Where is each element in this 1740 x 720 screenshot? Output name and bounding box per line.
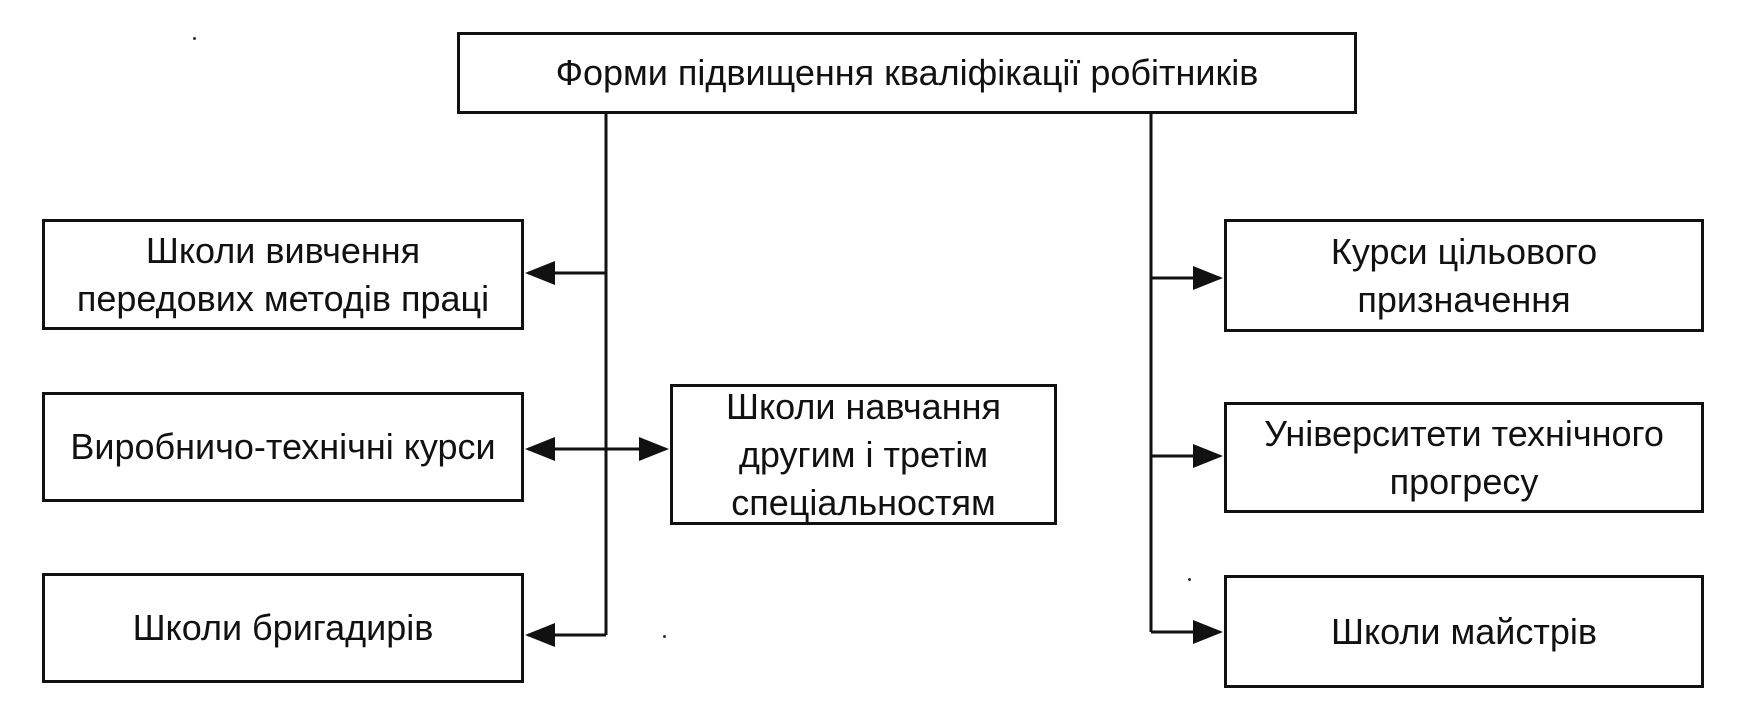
left-box-3-label: Школи бригадирів xyxy=(132,607,434,648)
root-box: Форми підвищення кваліфікації робітників xyxy=(457,32,1357,114)
center-box-label: Школи навчання другим і третім спеціальн… xyxy=(726,385,1001,523)
right-box-2-label: Університети технічного прогресу xyxy=(1264,412,1664,502)
right-box-3: Школи майстрів xyxy=(1224,575,1704,688)
left-box-1: Школи вивчення передових методів праці xyxy=(42,219,524,330)
right-box-1-label: Курси цільового призначення xyxy=(1330,230,1598,320)
scan-speck xyxy=(1188,578,1191,581)
left-box-1-label: Школи вивчення передових методів праці xyxy=(76,229,490,319)
scan-speck xyxy=(663,635,666,638)
right-box-2: Університети технічного прогресу xyxy=(1224,402,1704,513)
root-label: Форми підвищення кваліфікації робітників xyxy=(555,52,1259,93)
center-box: Школи навчання другим і третім спеціальн… xyxy=(670,384,1057,525)
left-box-2-label: Виробничо-технічні курси xyxy=(70,426,496,467)
right-box-3-label: Школи майстрів xyxy=(1330,610,1597,652)
left-box-2: Виробничо-технічні курси xyxy=(42,392,524,502)
right-box-1: Курси цільового призначення xyxy=(1224,219,1704,332)
scan-speck xyxy=(193,37,196,40)
left-box-3: Школи бригадирів xyxy=(42,573,524,683)
